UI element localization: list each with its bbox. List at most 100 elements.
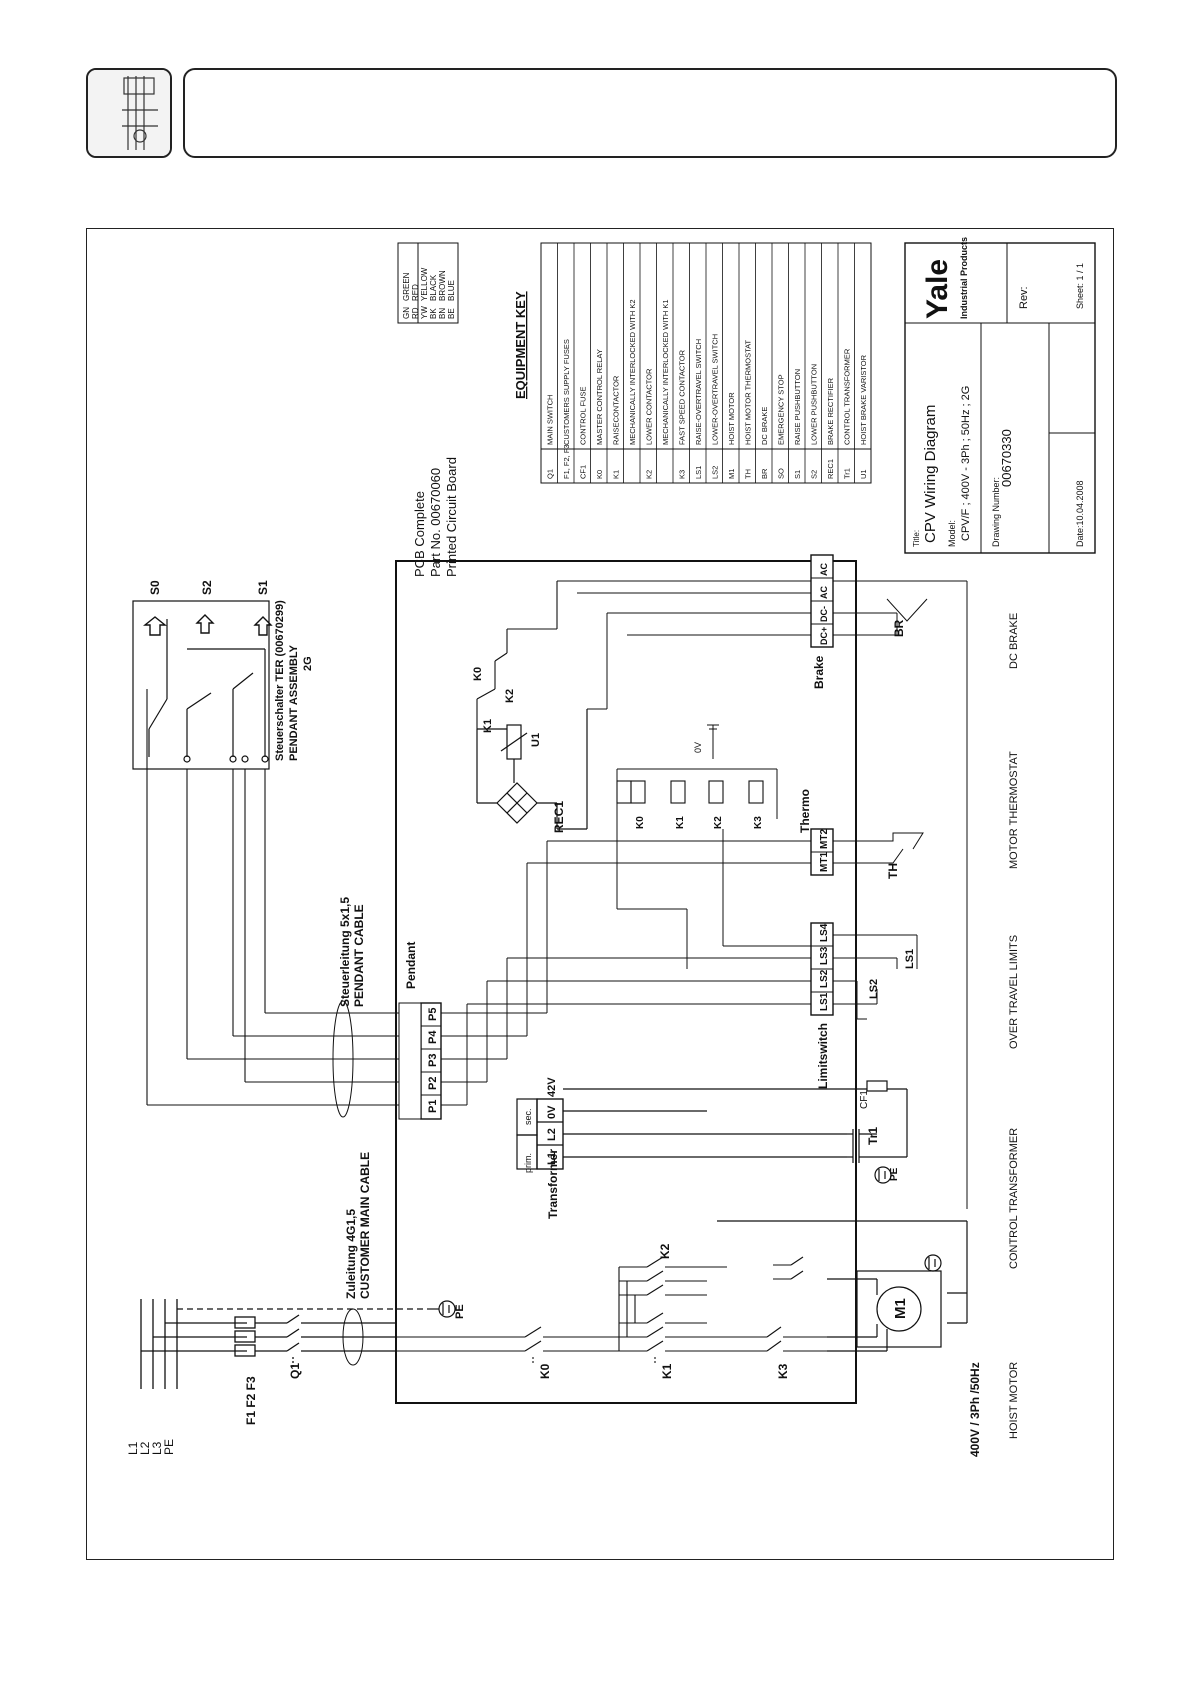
title-label: Title: <box>912 530 921 547</box>
phase-l3: L3 <box>150 1441 164 1455</box>
transformer-42v-terminal: 42V <box>546 1077 558 1097</box>
relay-coil-label: K1 <box>675 816 686 829</box>
equipment-description: EMERGENCY STOP <box>777 374 786 445</box>
equipment-code: CF1 <box>579 465 588 479</box>
wiring-diagram: PCB Complete Part No. 00670060 Printed C… <box>126 237 1096 1457</box>
equipment-code: TH <box>744 469 753 479</box>
ls1-label: LS1 <box>904 949 916 969</box>
brake-rectifier <box>476 709 588 830</box>
thermo-terminal: MT1 <box>819 852 830 872</box>
model-label: Model: <box>947 520 957 547</box>
colour-name: BLUE <box>447 280 456 301</box>
transformer-sec: sec. <box>523 1108 533 1125</box>
equipment-description: RAISE-OVERTRAVEL SWITCH <box>694 339 703 445</box>
equipment-description: MAIN SWITCH <box>546 395 555 445</box>
aux-k2-label: K2 <box>504 689 516 703</box>
transformer-0v-terminal: 0V <box>546 1105 558 1119</box>
equipment-code: BR <box>760 468 769 479</box>
transformer-block <box>516 1080 908 1184</box>
k2-contactor <box>618 1256 727 1351</box>
brake-label: Brake <box>812 655 826 689</box>
relay-coil-label: K2 <box>713 816 724 829</box>
main-switch-label: Q1 <box>288 1363 302 1379</box>
header-banner <box>183 68 1117 158</box>
wiring-diagram-sheet: PCB Complete Part No. 00670060 Printed C… <box>86 228 1114 1560</box>
limitswitch-terminal: LS1 <box>819 992 830 1011</box>
pendant-terminal: P1 <box>427 1100 439 1113</box>
equipment-description: HOIST MOTOR THERMOSTAT <box>744 339 753 445</box>
equipment-description: HOIST MOTOR <box>727 392 736 445</box>
brand-subtitle: Industrial Products <box>959 237 969 319</box>
pendant-assembly-de: Steuerschalter TER (00670299) <box>274 600 286 761</box>
equipment-code: S1 <box>793 470 802 479</box>
main-cable-de: Zuleitung 4G1,5 <box>344 1209 358 1299</box>
pcb-board-outline <box>395 560 857 1404</box>
equipment-description: MASTER CONTROL RELAY <box>595 349 604 445</box>
equipment-code: Tr1 <box>843 468 852 479</box>
pcb-note: PCB Complete Part No. 00670060 Printed C… <box>412 457 459 577</box>
rec1-label: REC1 <box>552 801 566 833</box>
u1-label: U1 <box>530 733 542 747</box>
raise-arrow-icon <box>253 616 273 636</box>
equipment-code: Q1 <box>546 469 555 479</box>
ls2-label: LS2 <box>868 979 880 999</box>
th-label: TH <box>886 863 900 879</box>
pendant-assembly-en: PENDANT ASSEMBLY <box>288 644 300 761</box>
relay-coils <box>616 780 764 804</box>
equipment-description: DC BRAKE <box>760 407 769 445</box>
pendant-terminal: P3 <box>427 1054 439 1067</box>
manual-section-thumbnail <box>86 68 172 158</box>
colour-name: BROWN <box>438 270 447 301</box>
equipment-code: K1 <box>612 470 621 479</box>
equipment-description: HOIST BRAKE VARISTOR <box>859 354 868 445</box>
colour-code: GN <box>402 307 411 319</box>
sheet-number: Sheet: 1 / 1 <box>1075 263 1085 309</box>
model-value: CPV/F ; 400V - 3Ph ; 50Hz ; 2G <box>960 386 972 541</box>
colour-name: GREEN <box>402 272 411 301</box>
brake-wiring <box>557 580 968 1209</box>
pendant-cable-en: PENDANT CABLE <box>352 904 366 1007</box>
pcb-line-3: Printed Circuit Board <box>444 457 459 577</box>
section-label: MOTOR THERMOSTAT <box>1008 751 1020 869</box>
equipment-code: LS2 <box>711 466 720 479</box>
k3-contactor <box>727 1256 827 1352</box>
section-label: DC BRAKE <box>1008 613 1020 669</box>
section-label: OVER TRAVEL LIMITS <box>1008 935 1020 1049</box>
k1-k2-k0-aux-contacts <box>476 581 558 729</box>
title-block: Yale Industrial Products Rev: Sheet: 1 /… <box>904 237 1096 554</box>
equipment-code: LS1 <box>694 466 703 479</box>
limitswitch-terminal: LS3 <box>819 946 830 965</box>
pcb-line-1: PCB Complete <box>412 491 427 577</box>
equipment-key-heading: EQUIPMENT KEY <box>513 291 528 399</box>
transformer-label: Transformer <box>546 1149 560 1219</box>
equipment-description: CONTROL FUSE <box>579 387 588 445</box>
pe-earth-symbol <box>427 1300 456 1318</box>
limitswitch-label: Limitswitch <box>816 1023 830 1089</box>
brake-terminal: AC <box>819 586 829 599</box>
brake-terminal: AC <box>819 563 829 576</box>
equipment-code: REC1 <box>826 459 835 479</box>
pendant-wiring <box>146 689 421 1106</box>
supply-voltage: 400V / 3Ph /50Hz <box>968 1362 982 1457</box>
pcb-line-2: Part No. 00670060 <box>428 468 443 577</box>
main-cable-en: CUSTOMER MAIN CABLE <box>358 1152 372 1299</box>
k1-label: K1 <box>660 1363 674 1379</box>
equipment-description: BRAKE RECTIFIER <box>826 377 835 445</box>
equipment-code: SO <box>777 468 786 479</box>
equipment-code: F1, F2, F3 <box>562 444 571 479</box>
equipment-description: RAISECONTACTOR <box>612 375 621 445</box>
thermo-terminal: MT2 <box>819 829 830 849</box>
hoist-motor <box>717 1220 968 1352</box>
diagram-title: CPV Wiring Diagram <box>922 405 939 543</box>
phase-pe: PE <box>162 1439 176 1455</box>
s1-label: S1 <box>256 580 270 595</box>
equipment-description: CUSTOMERS SUPPLY FUSES <box>562 339 571 445</box>
colour-code: BE <box>447 308 456 319</box>
main-cable-marker <box>342 1308 364 1366</box>
aux-k0-label: K0 <box>472 667 484 681</box>
pendant-terminal: P2 <box>427 1077 439 1090</box>
equipment-code: S2 <box>810 470 819 479</box>
